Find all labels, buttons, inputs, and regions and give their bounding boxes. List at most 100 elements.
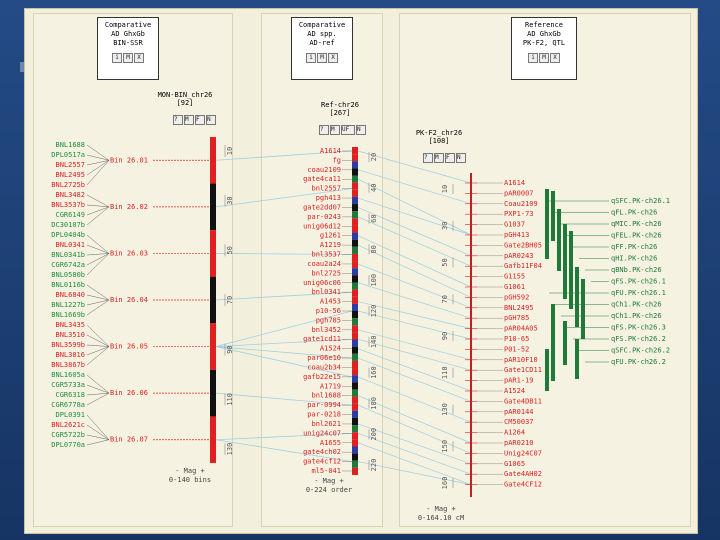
marker-connector: [86, 346, 110, 366]
marker-label: BNL3816: [55, 351, 85, 359]
marker-label: BNL0341b: [51, 251, 85, 259]
marker-label: coau2a24: [307, 260, 341, 268]
scale-label: 100: [370, 274, 378, 287]
marker-label: bnl1688: [311, 392, 341, 400]
correspondence-line: [357, 404, 472, 454]
marker-connector: [86, 253, 110, 266]
marker-label: BNL0341: [55, 241, 85, 249]
marker-label: BNL6840: [55, 291, 85, 299]
scale-label: 10: [226, 147, 234, 155]
ref-segment: [352, 211, 358, 219]
marker-connector: [86, 414, 110, 440]
bin-label: Bin 26.02: [110, 203, 148, 211]
map-button[interactable]: M: [317, 53, 327, 63]
marker-connector: [86, 206, 110, 226]
card-line: AD-ref: [309, 39, 335, 47]
map-button[interactable]: M: [539, 53, 549, 63]
ref-segment: [352, 353, 358, 361]
qtl-bar: [551, 191, 555, 241]
marker-label: CGR6742a: [51, 261, 85, 269]
bin-label: Bin 26.05: [110, 343, 148, 351]
marker-label: G1065: [504, 460, 525, 468]
marker-label: CGR6318: [55, 391, 85, 399]
new-button[interactable]: N: [356, 125, 366, 135]
qtl-label: qFS.PK-ch26.3: [611, 324, 666, 332]
marker-connector: [86, 160, 110, 166]
info-button[interactable]: i: [306, 53, 316, 63]
correspondence-line: [215, 392, 353, 406]
marker-label: gafb22e15: [303, 373, 341, 381]
zoom-control[interactable]: - Mag +: [175, 467, 205, 475]
zoom-control[interactable]: - Mag +: [314, 477, 344, 485]
map-button[interactable]: M: [434, 153, 444, 163]
scale-label: 200: [370, 428, 378, 441]
marker-connector: [86, 160, 110, 186]
marker-label: gate4ca11: [303, 175, 341, 183]
marker-label: Coau2109: [504, 200, 538, 208]
scale-label: 30: [226, 196, 234, 204]
ref-segment: [352, 389, 358, 397]
marker-connector: [86, 424, 110, 440]
close-button[interactable]: X: [134, 53, 144, 63]
correspondence-line: [357, 433, 472, 475]
flip-button[interactable]: F: [195, 115, 205, 125]
marker-label: DPL0517a: [51, 151, 85, 159]
marker-label: BNL2557: [55, 161, 85, 169]
qtl-bar: [569, 231, 573, 309]
qtl-bar: [563, 321, 567, 365]
qtl-label: qFS.PK-ch26.1: [611, 278, 666, 286]
marker-label: A1219: [320, 241, 341, 249]
map-button[interactable]: M: [123, 53, 133, 63]
marker-connector: [86, 374, 110, 394]
marker-label: pAR0144: [504, 408, 534, 416]
close-button[interactable]: X: [328, 53, 338, 63]
scale-label: 220: [370, 459, 378, 472]
marker-label: gate1cd11: [303, 335, 341, 343]
marker-label: pAR0243: [504, 252, 534, 260]
map-name: MON-BIN_chr26: [157, 91, 213, 99]
map-button[interactable]: M: [184, 115, 194, 125]
marker-label: pGH592: [504, 293, 529, 301]
bin-segment: [210, 137, 216, 184]
help-button[interactable]: ?: [319, 125, 329, 135]
marker-label: BNL0580b: [51, 271, 85, 279]
bin-segment: [210, 369, 216, 417]
marker-label: BNL3599b: [51, 341, 85, 349]
ref-segment: [352, 282, 358, 290]
flip-button[interactable]: F: [445, 153, 455, 163]
new-button[interactable]: N: [206, 115, 216, 125]
map-range: 0-224 order: [305, 486, 353, 494]
marker-label: Gate4DB11: [504, 397, 542, 405]
marker-connector: [86, 384, 110, 394]
new-button[interactable]: N: [456, 153, 466, 163]
qtl-bar: [551, 304, 555, 381]
scale-label: 140: [370, 335, 378, 348]
close-button[interactable]: X: [550, 53, 560, 63]
marker-label: pAR0007: [504, 189, 534, 197]
map-button[interactable]: M: [330, 125, 340, 135]
unflip-button[interactable]: UF: [341, 125, 355, 135]
correspondence-line: [215, 188, 353, 208]
marker-connector: [86, 439, 110, 446]
marker-label: DPL0391: [55, 411, 85, 419]
help-button[interactable]: ?: [423, 153, 433, 163]
bin-label: Bin 26.04: [110, 296, 148, 304]
help-button[interactable]: ?: [173, 115, 183, 125]
ref-segment: [352, 403, 358, 411]
marker-label: DC30107b: [51, 221, 85, 229]
correspondence-line: [215, 310, 353, 347]
scale-label: 110: [441, 366, 449, 379]
map-footer-pk: - Mag + 0-164.10 cM: [401, 505, 481, 523]
marker-label: A1719: [320, 382, 341, 390]
map-footer-bin: - Mag + 0-140 bins: [155, 467, 225, 485]
correspondence-line: [215, 439, 353, 462]
correspondence-line: [215, 346, 353, 359]
zoom-control[interactable]: - Mag +: [426, 505, 456, 513]
marker-label: G1037: [504, 221, 525, 229]
info-button[interactable]: i: [528, 53, 538, 63]
correspondence-line: [357, 216, 472, 267]
marker-connector: [86, 144, 110, 161]
info-button[interactable]: i: [112, 53, 122, 63]
bin-segment: [210, 276, 216, 324]
scale-label: 40: [370, 184, 378, 192]
